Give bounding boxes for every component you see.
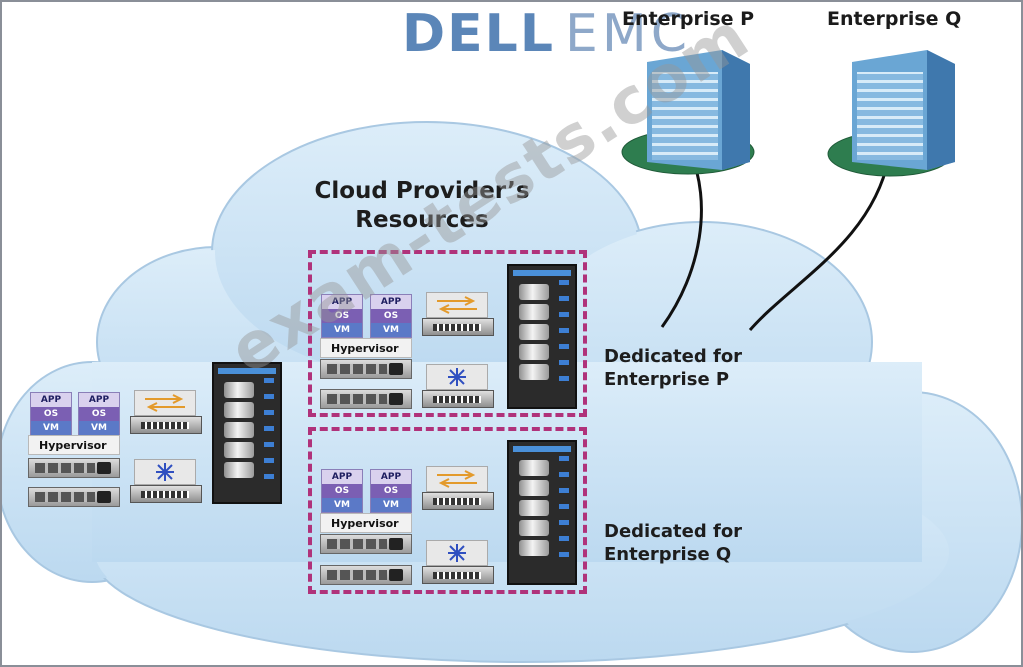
link-enterprise-q xyxy=(748,156,891,331)
dedicated-box-enterprise-p xyxy=(308,250,587,417)
dedicated-label-line1: Dedicated for xyxy=(604,346,743,367)
dedicated-label-enterprise-q: Dedicated for Enterprise Q xyxy=(604,520,742,566)
server-icon xyxy=(320,565,412,585)
hypervisor-label: Hypervisor xyxy=(320,338,412,358)
server-icon xyxy=(320,389,412,409)
storage-array-icon xyxy=(212,362,282,504)
san-switch-icon xyxy=(422,364,494,410)
cloud-title: Cloud Provider’s Resources xyxy=(292,177,552,235)
lan-switch-icon xyxy=(422,292,494,338)
server-icon xyxy=(320,534,412,554)
lan-switch-icon xyxy=(130,390,202,436)
storage-array-icon xyxy=(507,440,577,585)
dedicated-label-line2: Enterprise Q xyxy=(604,544,732,565)
cloud-title-line1: Cloud Provider’s xyxy=(314,178,530,204)
server-icon xyxy=(28,487,120,507)
dedicated-label-line2: Enterprise P xyxy=(604,369,730,390)
san-switch-icon xyxy=(422,540,494,586)
enterprise-p-label: Enterprise P xyxy=(622,8,755,30)
san-switch-icon xyxy=(130,459,202,505)
dedicated-label-line1: Dedicated for xyxy=(604,521,743,542)
building-enterprise-p-icon xyxy=(621,50,755,175)
hypervisor-label: Hypervisor xyxy=(28,435,120,455)
cloud-title-line2: Resources xyxy=(355,207,489,233)
server-icon xyxy=(320,359,412,379)
enterprise-q-label: Enterprise Q xyxy=(827,8,962,30)
server-icon xyxy=(28,458,120,478)
dedicated-label-enterprise-p: Dedicated for Enterprise P xyxy=(604,345,742,391)
lan-switch-icon xyxy=(422,466,494,512)
building-enterprise-q-icon xyxy=(827,50,955,177)
hypervisor-label: Hypervisor xyxy=(320,513,412,533)
storage-array-icon xyxy=(507,264,577,409)
dedicated-box-enterprise-q xyxy=(308,427,587,594)
